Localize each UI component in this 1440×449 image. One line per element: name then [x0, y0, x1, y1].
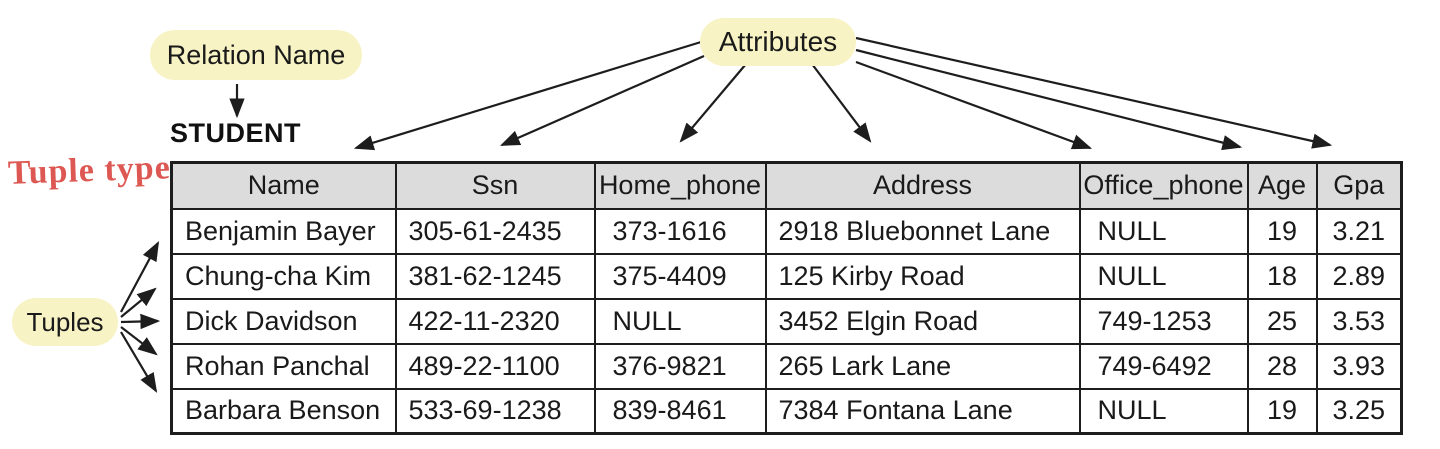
table-cell: 125 Kirby Road [764, 252, 1081, 300]
column-header: Age [1246, 161, 1318, 210]
column-header: Ssn [394, 161, 596, 210]
table-cell: 28 [1246, 342, 1318, 390]
arrow-attr-name [353, 40, 702, 151]
arrow-tuple-4 [120, 326, 158, 356]
arrow-attr-ssn [499, 54, 705, 147]
relation-name-label-text: Relation Name [166, 39, 346, 70]
relation-name-label: Relation Name [150, 30, 362, 80]
table-cell: 7384 Fontana Lane [764, 387, 1081, 435]
table-cell: 3452 Elgin Road [764, 297, 1081, 345]
arrow-attr-age [855, 48, 1243, 151]
table-cell: 18 [1246, 252, 1318, 300]
arrow-tuple-5 [120, 331, 158, 393]
attributes-label-text: Attributes [718, 26, 838, 57]
table-cell: 305-61-2435 [394, 207, 596, 255]
arrow-attr-address [811, 63, 872, 143]
table-cell: 533-69-1238 [394, 387, 596, 435]
table-cell: 2.89 [1315, 252, 1403, 300]
table-cell: 749-6492 [1078, 342, 1249, 390]
tuples-label: Tuples [12, 298, 118, 346]
table-cell: Dick Davidson [170, 297, 397, 345]
table-cell: 3.25 [1315, 387, 1403, 435]
arrow-attr-office-phone [855, 60, 1093, 150]
tuple-type-annotation: Tuple type [7, 149, 172, 192]
table-cell: 373-1616 [593, 207, 767, 255]
table-cell: 381-62-1245 [394, 252, 596, 300]
table-cell: 265 Lark Lane [764, 342, 1081, 390]
table-cell: 376-9821 [593, 342, 767, 390]
table-cell: 839-8461 [593, 387, 767, 435]
table-cell: 3.53 [1315, 297, 1403, 345]
column-header: Office_phone [1078, 161, 1249, 210]
table-cell: 25 [1246, 297, 1318, 345]
arrow-tuple-3 [120, 313, 161, 330]
table-cell: 375-4409 [593, 252, 767, 300]
table-cell: 749-1253 [1078, 297, 1249, 345]
arrow-attr-home-phone [679, 63, 747, 143]
table-cell: NULL [1078, 207, 1249, 255]
table-cell: Chung-cha Kim [170, 252, 397, 300]
table-cell: NULL [1078, 387, 1249, 435]
column-header: Name [170, 161, 397, 210]
column-header: Gpa [1315, 161, 1403, 210]
arrow-attr-gpa [855, 36, 1333, 149]
table-cell: Rohan Panchal [170, 342, 397, 390]
table-cell: NULL [1078, 252, 1249, 300]
table-cell: 422-11-2320 [394, 297, 596, 345]
arrow-tuple-2 [120, 287, 157, 318]
table-cell: 489-22-1100 [394, 342, 596, 390]
table-cell: 19 [1246, 207, 1318, 255]
arrow-tuple-1 [120, 241, 160, 313]
attributes-label: Attributes [700, 18, 856, 66]
table-cell: NULL [593, 297, 767, 345]
tuples-label-text: Tuples [26, 306, 104, 337]
table-cell: 3.93 [1315, 342, 1403, 390]
table-cell: 19 [1246, 387, 1318, 435]
table-cell: 2918 Bluebonnet Lane [764, 207, 1081, 255]
relation-title: STUDENT [170, 118, 301, 148]
column-header: Address [764, 161, 1081, 210]
table-cell: Benjamin Bayer [170, 207, 397, 255]
column-header: Home_phone [593, 161, 767, 210]
table-cell: Barbara Benson [170, 387, 397, 435]
table-cell: 3.21 [1315, 207, 1403, 255]
